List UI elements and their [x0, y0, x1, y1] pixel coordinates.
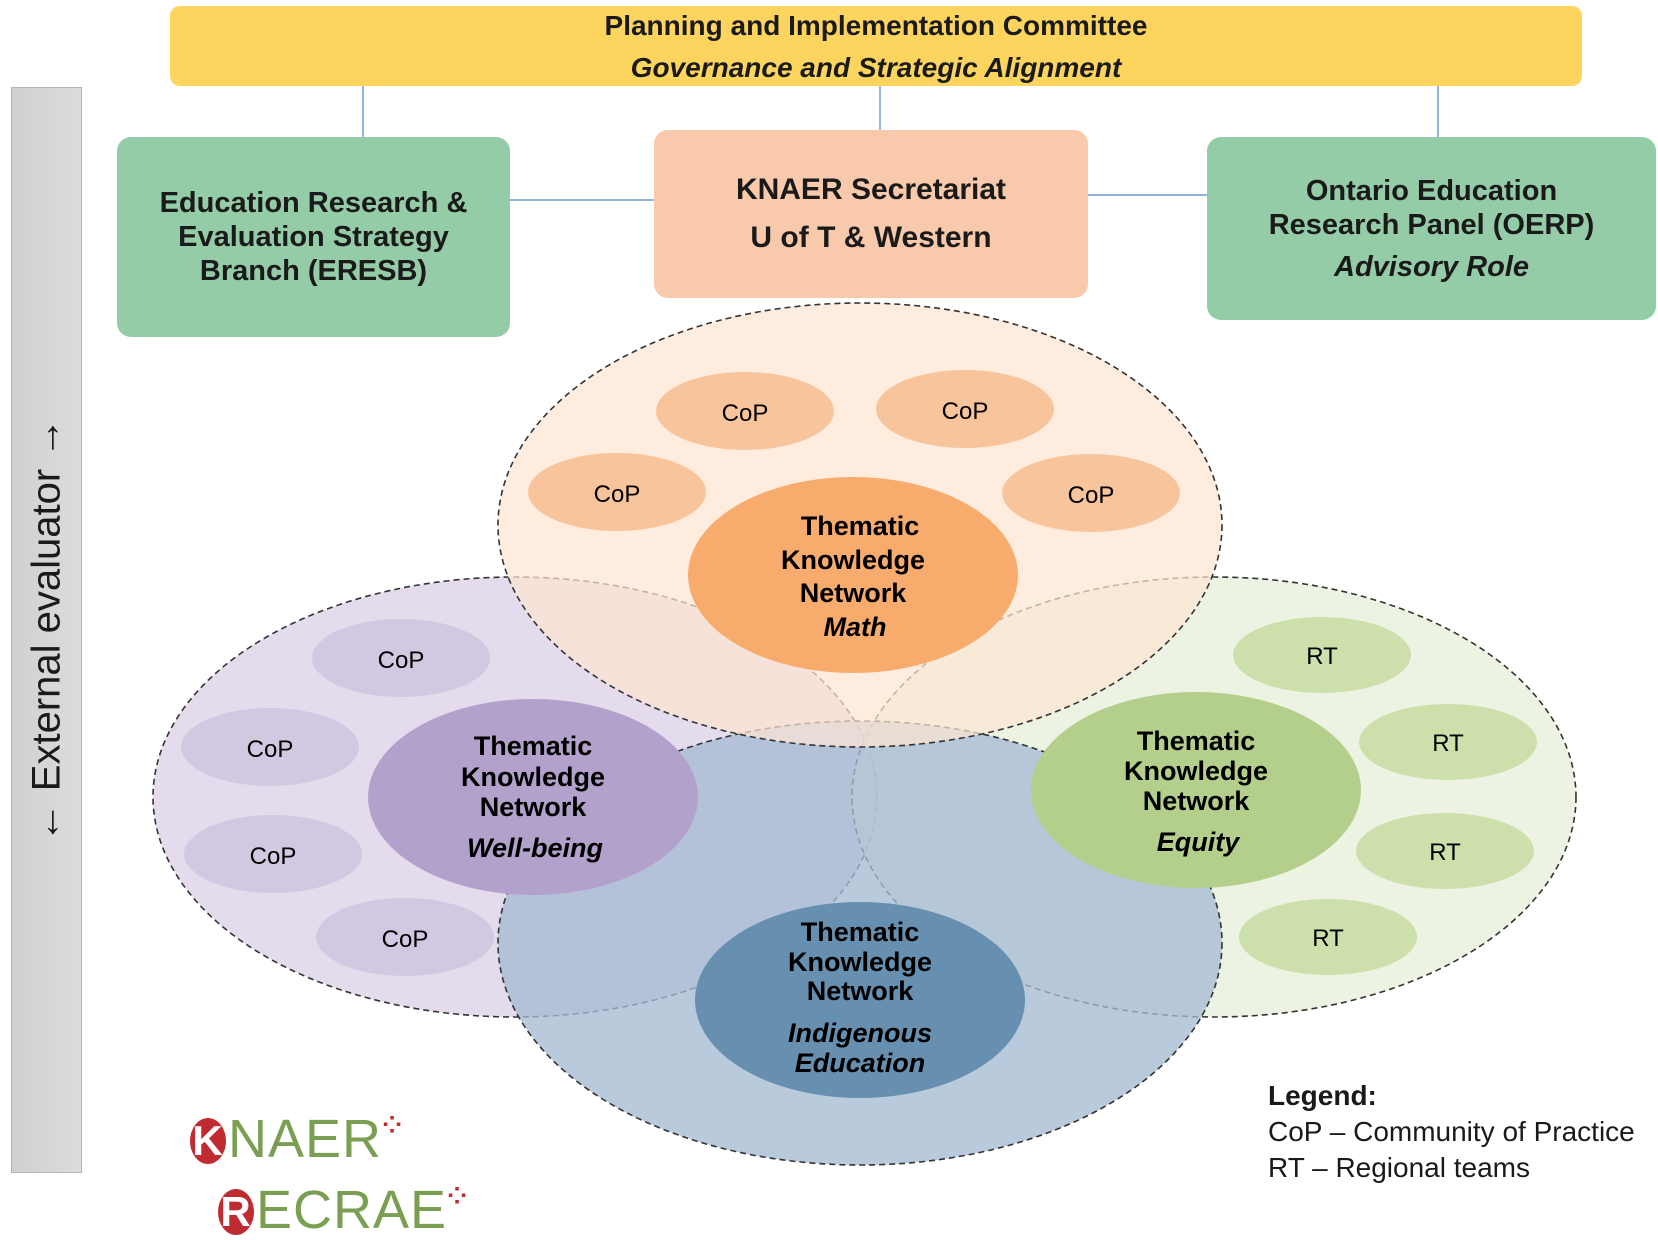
rt-equity-4-label: RT	[1312, 925, 1344, 952]
tkn-equity-topic: Equity	[1157, 827, 1241, 857]
oerp-role: Advisory Role	[1334, 250, 1529, 283]
secretariat-line1: KNAER Secretariat	[735, 173, 1007, 206]
legend-cop: CoP – Community of Practice	[1268, 1116, 1635, 1147]
eresb-box: Education Research & Evaluation Strategy…	[117, 137, 510, 337]
tkn-equity-line3: Network	[1143, 786, 1251, 816]
cop-wellbeing-3	[184, 815, 362, 893]
tkn-wellbeing-line1: Thematic	[474, 731, 593, 761]
logo-row-knaer: KNAER⁘	[190, 1097, 468, 1168]
rt-equity-2	[1359, 704, 1537, 780]
cop-math-1-label: CoP	[722, 400, 769, 427]
cop-math-4	[1002, 454, 1180, 532]
tkn-wellbeing-topic: Well-being	[467, 833, 604, 863]
cop-wellbeing-4	[316, 898, 494, 976]
legend-title: Legend:	[1268, 1080, 1377, 1111]
tkn-indigenous	[695, 902, 1025, 1098]
tkn-wellbeing-line3: Network	[480, 792, 588, 822]
tkn-indigenous-line1: Thematic	[801, 917, 920, 947]
cop-wellbeing-1	[312, 619, 490, 697]
rt-equity-3-label: RT	[1429, 839, 1461, 866]
rt-equity-2-label: RT	[1432, 730, 1464, 757]
logo-initial-k: K	[190, 1118, 226, 1164]
oerp-line1: Ontario Education	[1305, 174, 1558, 207]
tkn-math-topic: Math	[824, 612, 887, 642]
cop-math-2	[876, 370, 1054, 448]
cop-math-2-label: CoP	[942, 398, 989, 425]
eresb-line2: Evaluation Strategy	[178, 221, 449, 253]
tkn-indigenous-line2: Knowledge	[788, 947, 932, 977]
logo-initial-r: R	[218, 1189, 254, 1235]
committee-banner: Planning and Implementation Committee Go…	[170, 6, 1582, 86]
tkn-equity	[1031, 692, 1361, 888]
tkn-indigenous-topic1: Indigenous	[788, 1018, 932, 1048]
eresb-line3: Branch (ERESB)	[199, 255, 428, 287]
tkn-math-line1: Thematic	[801, 511, 920, 541]
rt-equity-3	[1356, 813, 1534, 889]
secretariat-line2: U of T & Western	[750, 221, 992, 254]
cop-math-3	[528, 453, 706, 531]
tkn-wellbeing	[368, 699, 698, 895]
cop-math-4-label: CoP	[1068, 482, 1115, 509]
logo-text-knaer: NAER	[228, 1109, 383, 1169]
oerp-line2: Research Panel (OERP)	[1268, 208, 1595, 241]
external-evaluator-bar: ← External evaluator →	[11, 87, 82, 1173]
committee-title: Planning and Implementation Committee	[604, 10, 1148, 41]
tkn-indigenous-line3: Network	[807, 976, 915, 1006]
knaer-recrae-logo: KNAER⁘ RECRAE⁘	[190, 1097, 468, 1239]
logo-dots-2: ⁘	[447, 1183, 469, 1210]
logo-text-recrae: ECRAE	[256, 1180, 448, 1240]
rt-equity-1	[1233, 617, 1411, 693]
eresb-line1: Education Research &	[159, 187, 468, 219]
legend: Legend: CoP – Community of Practice RT –…	[1268, 1078, 1635, 1186]
tkn-equity-line2: Knowledge	[1124, 756, 1268, 786]
tkn-math	[688, 477, 1018, 673]
tkn-indigenous-topic2: Education	[795, 1048, 926, 1078]
logo-dots-1: ⁘	[382, 1112, 404, 1139]
secretariat-box: KNAER Secretariat U of T & Western	[654, 130, 1088, 298]
cop-wellbeing-3-label: CoP	[250, 843, 297, 870]
cop-math-3-label: CoP	[594, 481, 641, 508]
tkn-equity-line1: Thematic	[1137, 726, 1256, 756]
tkn-wellbeing-line2: Knowledge	[461, 762, 605, 792]
rt-equity-4	[1239, 899, 1417, 975]
logo-row-recrae: RECRAE⁘	[218, 1168, 468, 1239]
tkn-math-line2: Knowledge	[781, 545, 925, 575]
legend-rt: RT – Regional teams	[1268, 1152, 1530, 1183]
cop-wellbeing-2	[181, 708, 359, 786]
cop-math-1	[656, 372, 834, 450]
connector-lines	[362, 86, 1439, 201]
rt-equity-1-label: RT	[1306, 643, 1338, 670]
cop-wellbeing-4-label: CoP	[382, 926, 429, 953]
tkn-math-line3: Network	[800, 578, 908, 608]
cop-wellbeing-2-label: CoP	[247, 736, 294, 763]
oerp-box: Ontario Education Research Panel (OERP) …	[1207, 137, 1656, 320]
cop-wellbeing-1-label: CoP	[378, 647, 425, 674]
committee-subtitle: Governance and Strategic Alignment	[630, 52, 1122, 83]
